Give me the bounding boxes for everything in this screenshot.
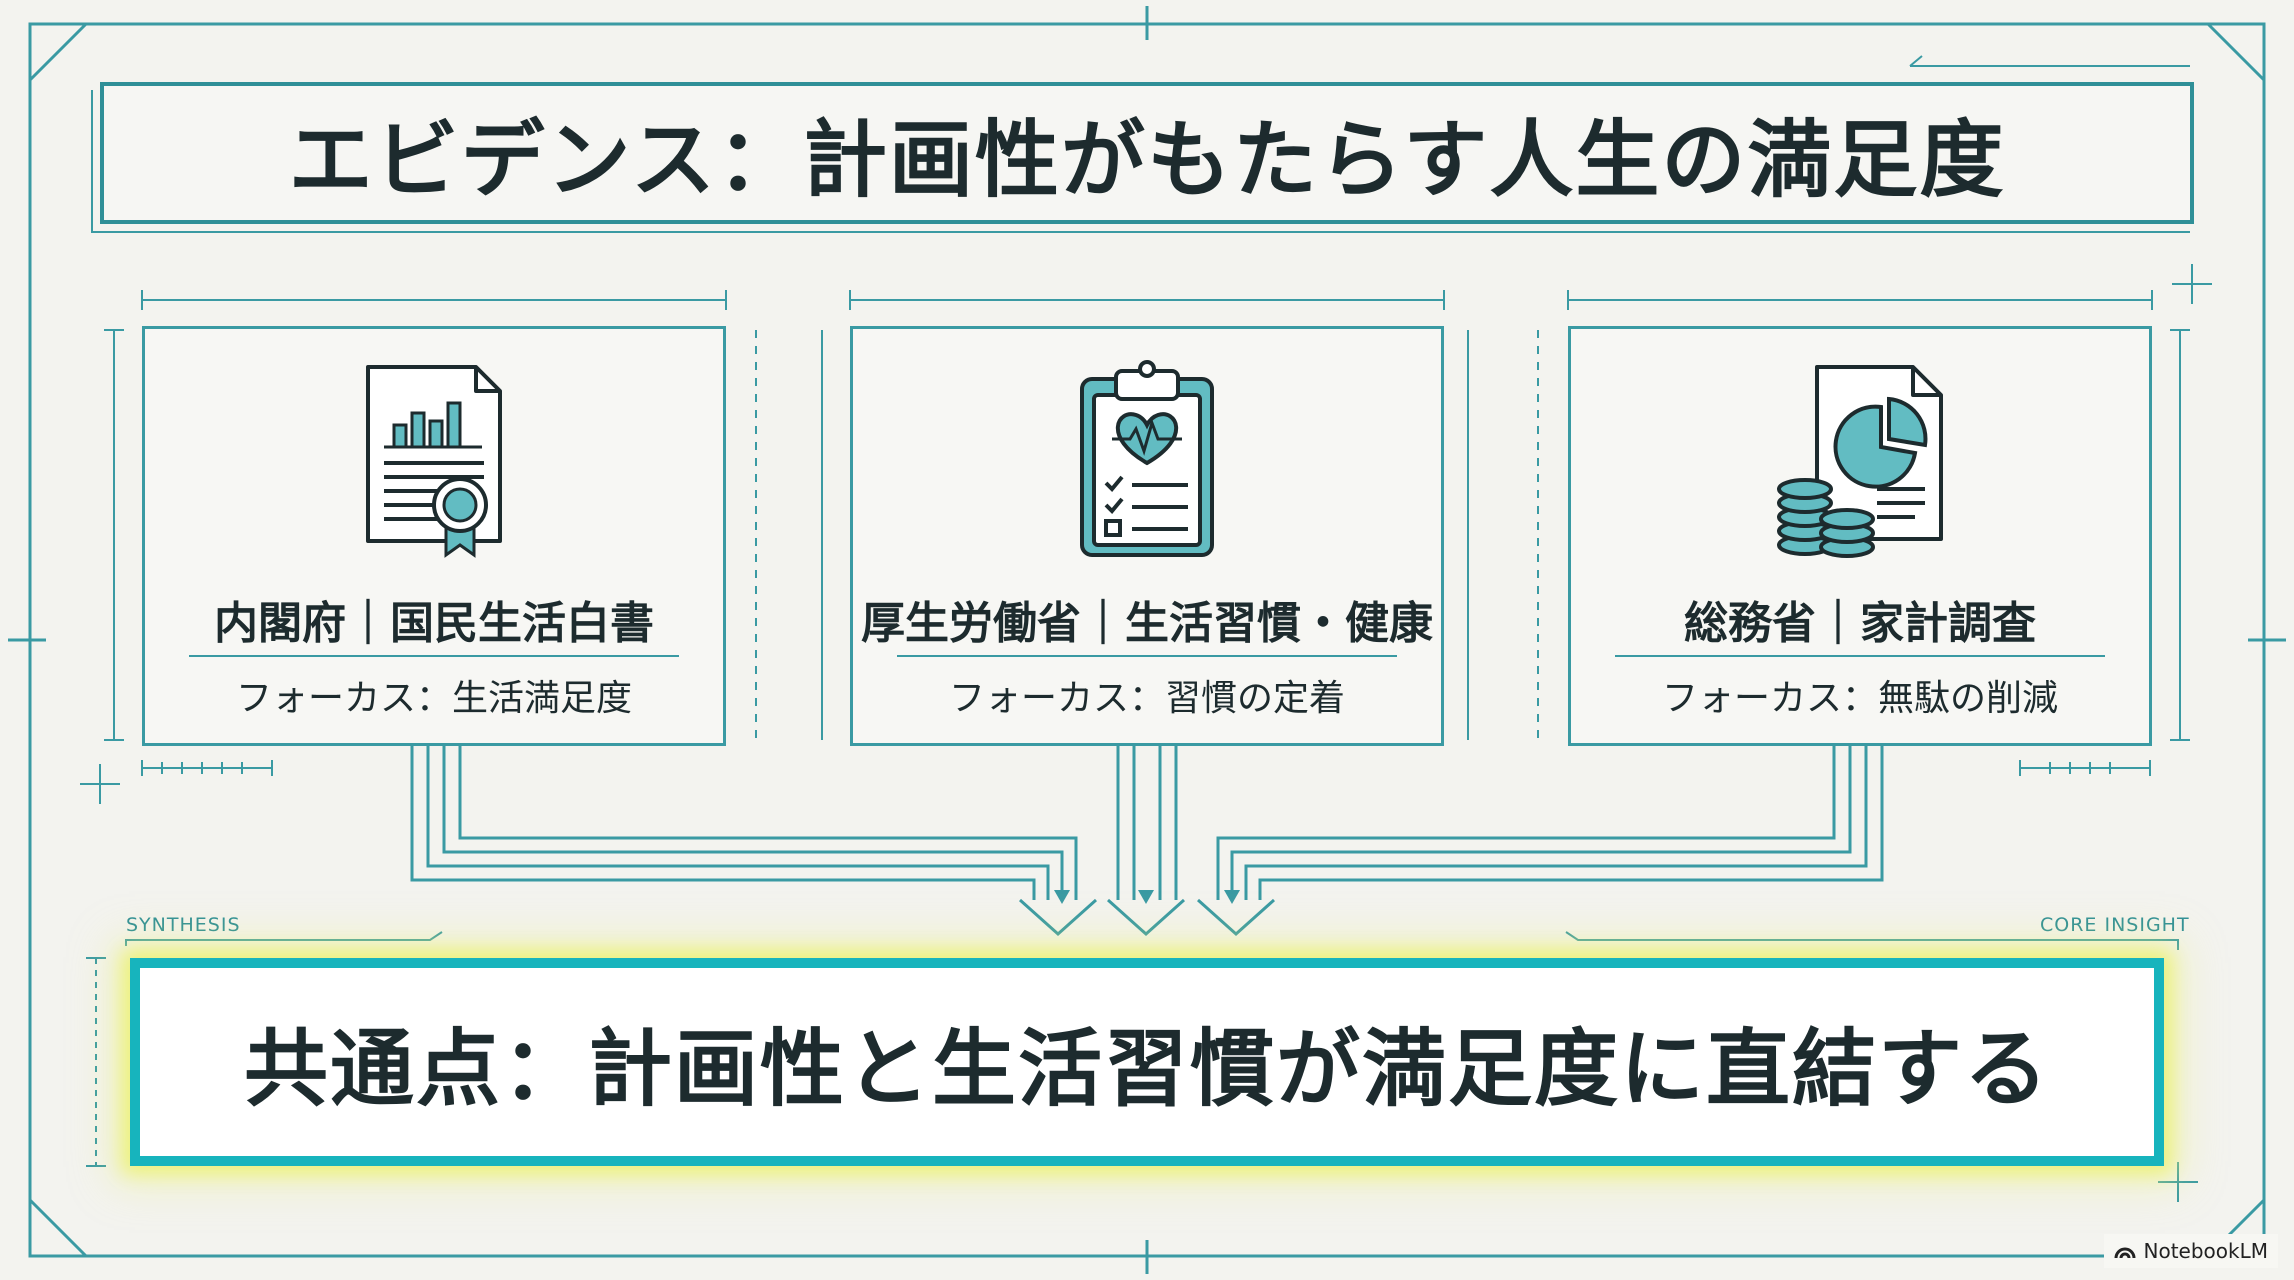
evidence-card-mic: 総務省｜家計調査 フォーカス：無駄の削減 xyxy=(1568,326,2152,746)
card-title: 厚生労働省｜生活習慣・健康 xyxy=(861,598,1433,649)
core-insight-label: CORE INSIGHT xyxy=(2040,914,2190,936)
synthesis-label: SYNTHESIS xyxy=(126,914,241,936)
brand-watermark: NotebookLM xyxy=(2103,1234,2278,1268)
conclusion-text: 共通点：計画性と生活習慣が満足度に直結する xyxy=(243,1019,2050,1118)
card-divider xyxy=(897,655,1397,657)
card-divider xyxy=(189,655,679,657)
page-title: エビデンス：計画性がもたらす人生の満足度 xyxy=(288,110,2006,209)
report-certificate-icon xyxy=(366,365,502,558)
card-focus: フォーカス：習慣の定着 xyxy=(948,678,1345,719)
card-title: 内閣府｜国民生活白書 xyxy=(214,598,654,649)
brand-name: NotebookLM xyxy=(2143,1239,2269,1263)
conclusion-box: 共通点：計画性と生活習慣が満足度に直結する xyxy=(130,958,2164,1166)
notebooklm-logo-icon xyxy=(2114,1247,2135,1259)
card-title: 総務省｜家計調査 xyxy=(1684,598,2036,649)
card-focus: フォーカス：生活満足度 xyxy=(235,678,632,719)
health-clipboard-icon xyxy=(1080,360,1214,557)
title-box: エビデンス：計画性がもたらす人生の満足度 xyxy=(100,82,2194,224)
evidence-card-mhlw: 厚生労働省｜生活習慣・健康 フォーカス：習慣の定着 xyxy=(850,326,1444,746)
coins-pie-chart-icon xyxy=(1777,365,1943,558)
card-divider xyxy=(1615,655,2105,657)
evidence-card-cabinet-office: 内閣府｜国民生活白書 フォーカス：生活満足度 xyxy=(142,326,726,746)
card-focus: フォーカス：無駄の削減 xyxy=(1661,678,2058,719)
